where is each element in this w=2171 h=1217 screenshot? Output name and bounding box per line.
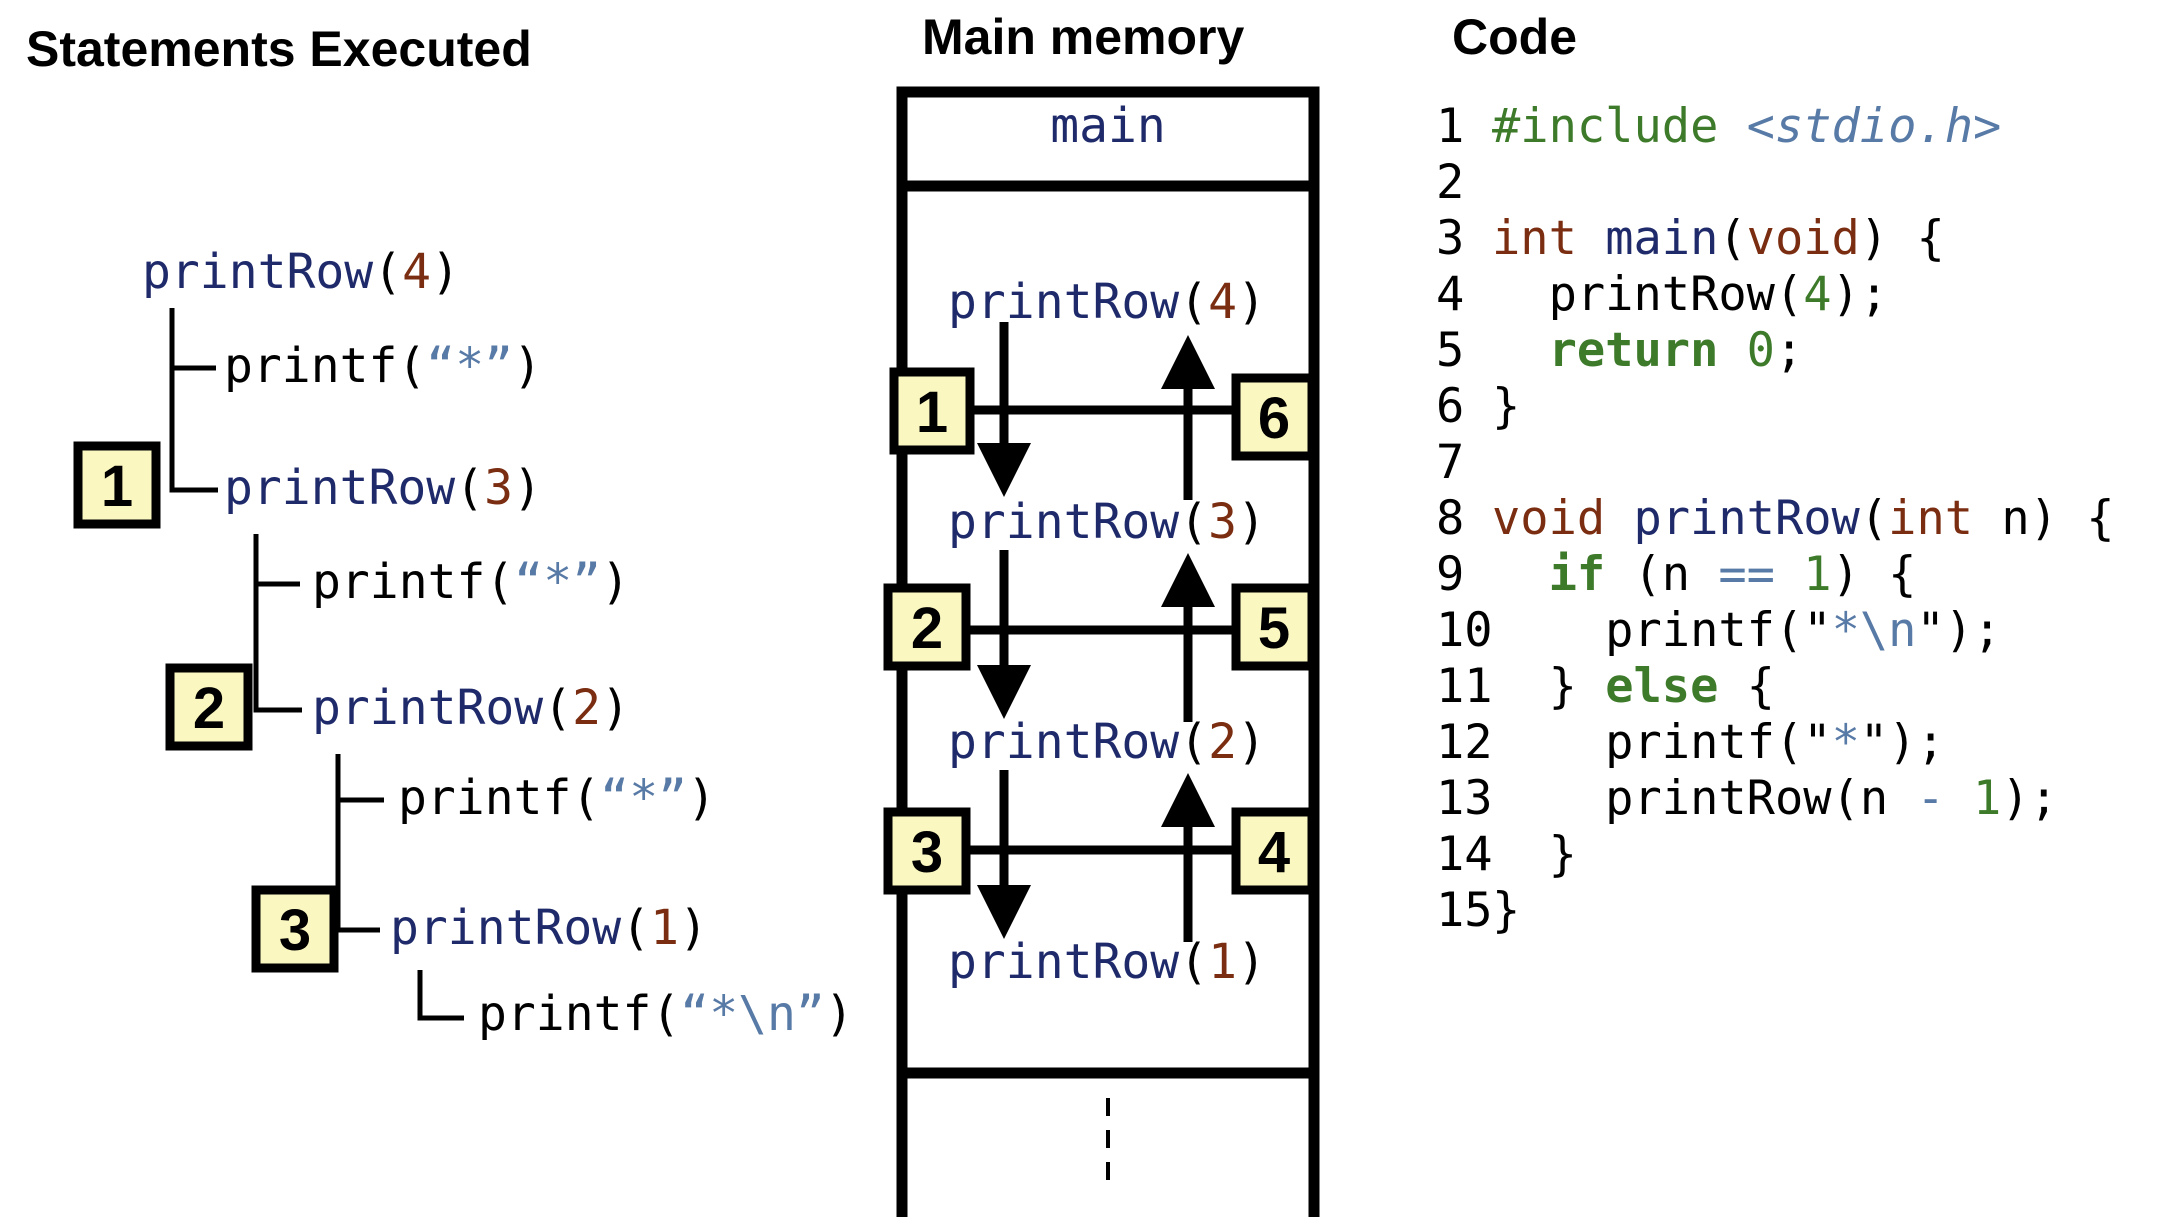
tree-step-box-2: 2	[165, 663, 253, 751]
code-listing: 1 #include <stdio.h> 23 int main(void) { 4 p…	[1436, 99, 2115, 938]
code-line: int main(void) {	[1492, 211, 1945, 266]
code-line: #include <stdio.h>	[1492, 99, 2001, 154]
memory-step-box-1: 1	[889, 367, 975, 455]
step-number: 3	[911, 820, 943, 885]
line-number: 2	[1436, 155, 1464, 210]
tree-step-box-1: 1	[73, 441, 161, 529]
stack-frame: printRow(1)	[948, 934, 1266, 990]
code-line: printRow(n - 1);	[1492, 771, 2058, 826]
main-frame-label: main	[1050, 98, 1166, 154]
code-line: }	[1492, 883, 1520, 938]
line-number: 9	[1436, 547, 1464, 602]
stack-frame: printRow(4)	[948, 274, 1266, 330]
tree-branch-2	[253, 534, 302, 713]
line-number: 3	[1436, 211, 1464, 266]
line-number: 7	[1436, 435, 1464, 490]
stack-frames: printRow(4) printRow(3) printRow(2) prin…	[948, 274, 1266, 990]
code-line: void printRow(int n) {	[1492, 491, 2115, 546]
tree-node: printRow(2)	[312, 680, 630, 736]
step-number: 1	[101, 454, 133, 519]
code-line: return 0;	[1492, 323, 1803, 378]
line-number: 15	[1436, 883, 1493, 938]
code-heading: Code	[1452, 9, 1577, 65]
stack-frame: printRow(2)	[948, 714, 1266, 770]
tree-step-box-3: 3	[251, 885, 339, 973]
code-line: printRow(4);	[1492, 267, 1888, 322]
memory-step-box-6: 6	[1231, 373, 1317, 461]
memory-step-box-2: 2	[883, 583, 971, 671]
step-number: 2	[911, 596, 943, 661]
line-number: 5	[1436, 323, 1464, 378]
line-number: 6	[1436, 379, 1464, 434]
code-line: } else {	[1492, 659, 1775, 714]
memory-step-box-5: 5	[1231, 583, 1317, 671]
tree-branch-3	[335, 754, 380, 933]
call-return-arrows	[970, 322, 1240, 942]
tree-node: printf(“*”)	[224, 338, 542, 394]
code-line: }	[1492, 379, 1520, 434]
line-number: 14	[1436, 827, 1493, 882]
memory-step-box-4: 4	[1231, 807, 1317, 895]
tree-node: printf(“*”)	[398, 770, 716, 826]
step-number: 4	[1258, 820, 1290, 885]
tree-node: printRow(4)	[142, 244, 460, 300]
code-line: if (n == 1) {	[1492, 547, 1916, 602]
memory-heading: Main memory	[922, 9, 1245, 65]
memory-step-box-3: 3	[883, 807, 971, 895]
line-number: 10	[1436, 603, 1493, 658]
line-number: 13	[1436, 771, 1493, 826]
tree-branch-1	[169, 308, 218, 493]
code-line: }	[1492, 827, 1577, 882]
line-number: 8	[1436, 491, 1464, 546]
tree-node: printRow(1)	[390, 900, 708, 956]
step-number: 1	[916, 380, 948, 445]
tree-statements: printRow(4) printf(“*”) printRow(3) prin…	[142, 244, 854, 1042]
tree-node: printf(“*\n”)	[478, 986, 854, 1042]
line-number: 11	[1436, 659, 1493, 714]
line-number: 4	[1436, 267, 1464, 322]
stack-frame: printRow(3)	[948, 494, 1266, 550]
step-number: 3	[279, 898, 311, 963]
line-number: 1	[1436, 99, 1464, 154]
step-number: 5	[1258, 596, 1290, 661]
tree-node: printf(“*”)	[312, 554, 630, 610]
tree-node: printRow(3)	[224, 460, 542, 516]
step-number: 2	[193, 676, 225, 741]
line-number: 12	[1436, 715, 1493, 770]
statements-heading: Statements Executed	[26, 21, 532, 77]
code-line: printf("*");	[1492, 715, 1945, 770]
code-line: printf("*\n");	[1492, 603, 2001, 658]
step-number: 6	[1258, 386, 1290, 451]
tree-branch-4	[417, 970, 464, 1021]
